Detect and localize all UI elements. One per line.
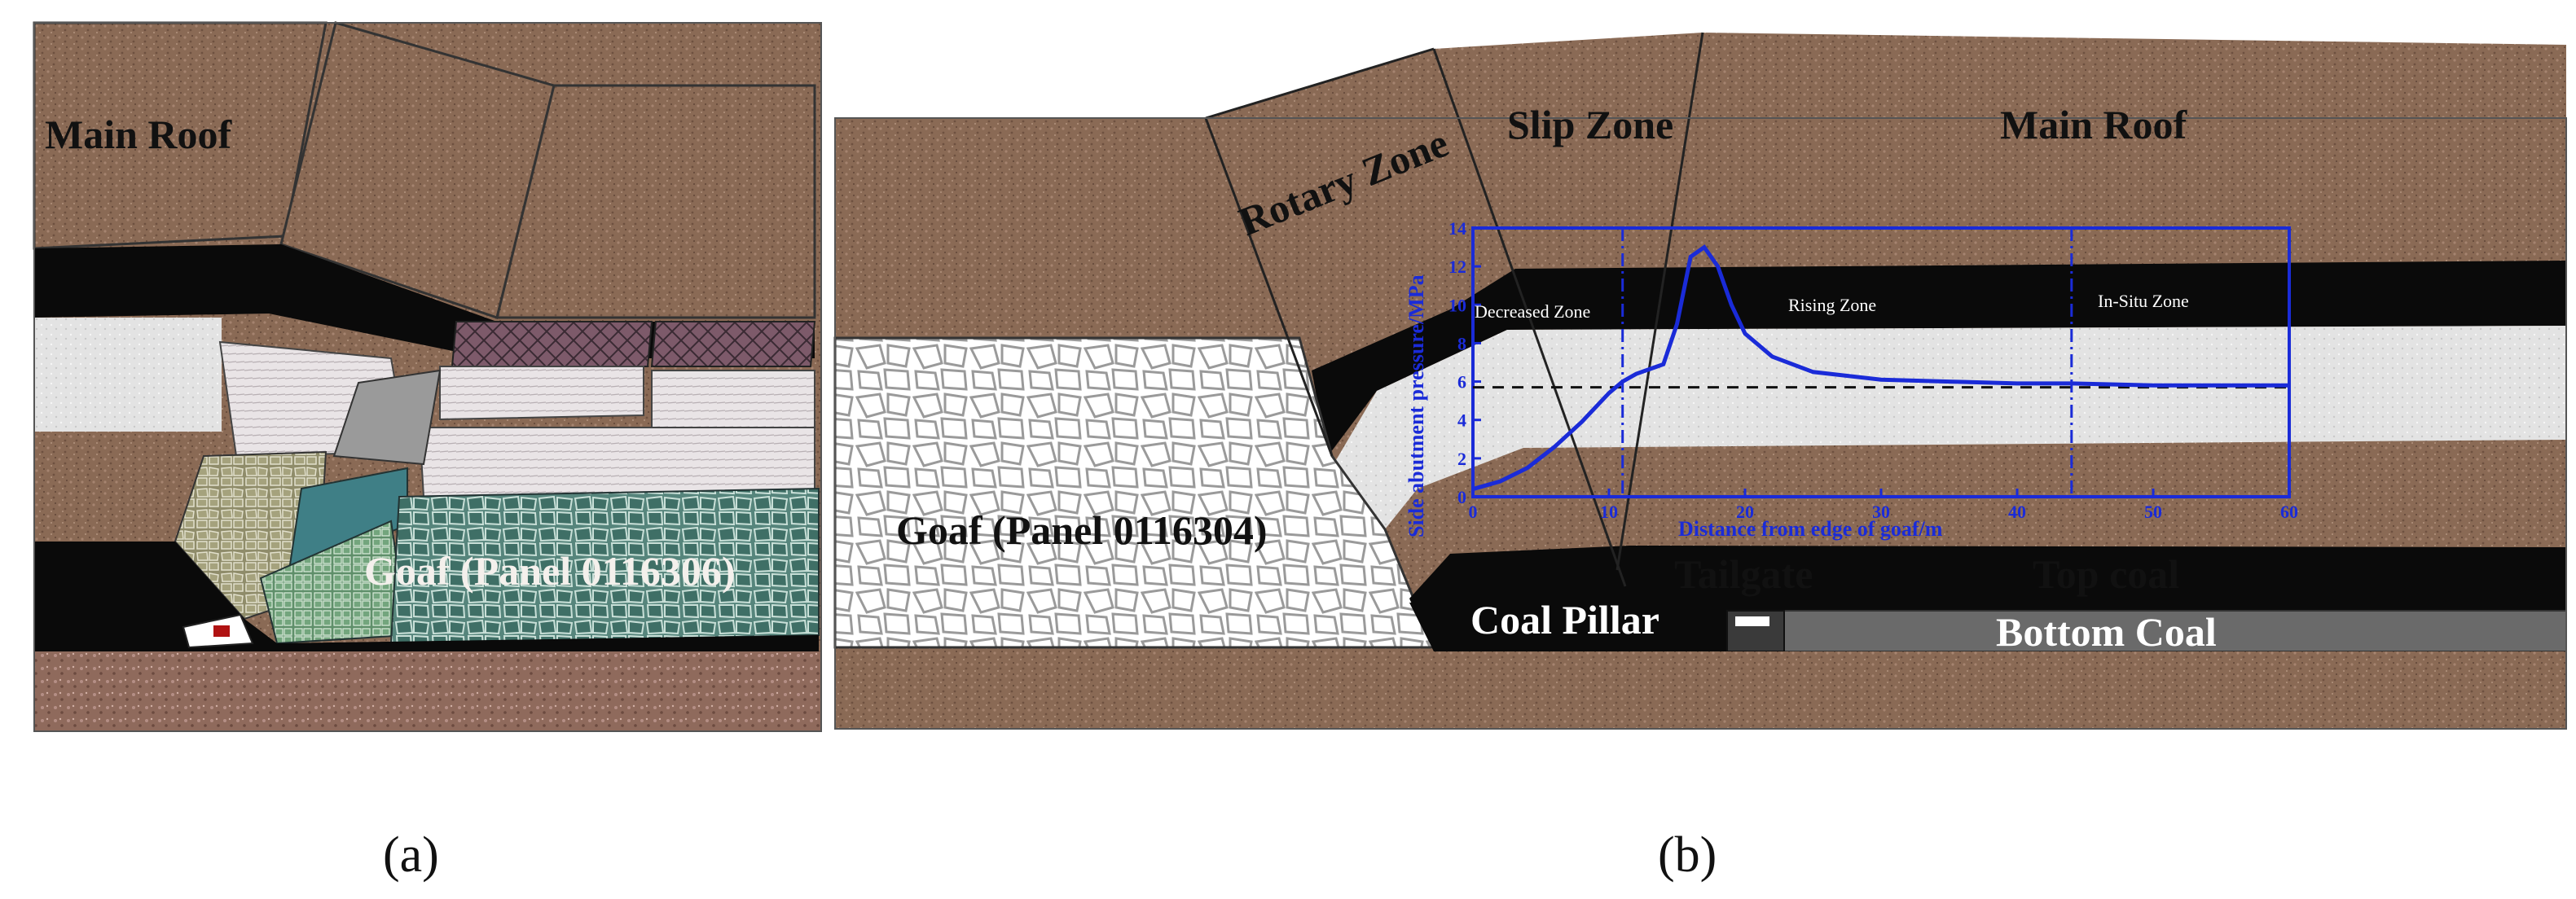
chart-zone-insitu: In-Situ Zone: [2098, 291, 2189, 311]
panel-tag-a: (a): [383, 827, 439, 883]
panel-a-support-detail: [213, 625, 230, 637]
panel-a-grey-wedge: [332, 369, 442, 466]
chart-zone-decreased: Decreased Zone: [1475, 301, 1590, 322]
panel-a-sandstone: [34, 318, 222, 432]
chart-ticks: 0 10 20 30 40 50 60 0 2 4 6 8 10 12 14: [1448, 218, 2298, 522]
chart-ytick-label: 6: [1457, 372, 1466, 392]
chart-series-line: [1472, 244, 2289, 491]
panel-tag-b: (b): [1658, 827, 1717, 883]
chart-zone-rising: Rising Zone: [1788, 295, 1876, 315]
chart-zone-dividers: [1621, 228, 2073, 497]
panel-a-outline: [33, 22, 822, 732]
panel-b-upper-coal: [1312, 261, 2566, 456]
label-tailgate: Tailgate: [1674, 551, 1813, 597]
chart-ylabel: Side abutment pressure/MPa: [1404, 274, 1428, 537]
chart-ytick-label: 8: [1457, 333, 1466, 353]
panel-b-tailgate-support: [1735, 616, 1769, 626]
panel-b-fracture-4: [1205, 47, 1435, 120]
label-goaf-b: Goaf (Panel 0116304): [896, 507, 1268, 553]
chart-xtick-label: 40: [2008, 502, 2026, 522]
label-main-roof-a: Main Roof: [45, 112, 233, 157]
panel-a-collapsed-block-3: [651, 370, 815, 428]
chart-xtick-label: 10: [1600, 502, 1618, 522]
chart-ytick-label: 12: [1448, 257, 1466, 277]
chart-xtick-label: 0: [1469, 502, 1478, 522]
chart-ytick-label: 14: [1448, 218, 1466, 239]
chart-xtick-label: 60: [2280, 502, 2298, 522]
label-top-coal: Top coal: [2033, 551, 2179, 597]
panel-b-sandstone: [1336, 326, 2566, 529]
label-goaf-a: Goaf (Panel 0116306): [364, 548, 736, 594]
label-main-roof-b: Main Roof: [2000, 102, 2188, 147]
chart-ytick-label: 2: [1457, 449, 1466, 469]
panel-a-floor: [34, 651, 821, 731]
chart-ytick-label: 4: [1457, 410, 1466, 431]
panel-a-mid-rock: [34, 432, 205, 546]
panel-b-outline: [834, 117, 2567, 730]
label-slip-zone: Slip Zone: [1507, 102, 1673, 147]
chart-ytick-label: 0: [1457, 487, 1466, 507]
panel-a: Main Roof Goaf (Panel 0116306): [33, 21, 822, 732]
panel-b-coal-pillar: [1409, 603, 1743, 651]
panel-a-crossed-block-2: [650, 321, 816, 367]
chart-xtick-label: 50: [2144, 502, 2162, 522]
panel-a-roof-block-3: [495, 84, 816, 319]
chart-xlabel: Distance from edge of goaf/m: [1678, 517, 1943, 541]
panel-a-collapsed-block-2: [439, 366, 644, 421]
label-coal-pillar: Coal Pillar: [1470, 597, 1659, 642]
label-bottom-coal: Bottom Coal: [1996, 609, 2217, 655]
panel-a-crossed-block-1: [451, 321, 653, 367]
chart-xtick-label: 20: [1736, 502, 1754, 522]
panel-b-fracture-1: [1204, 117, 1334, 457]
chart-xtick-label: 30: [1872, 502, 1890, 522]
chart-ytick-label: 10: [1448, 295, 1466, 315]
panel-a-collapsed-block-4: [418, 427, 815, 498]
panel-b: Slip Zone Main Roof Rotary Zone Goaf (Pa…: [833, 32, 2567, 730]
panel-b-floor: [835, 651, 2566, 729]
panel-b-fracture-3: [1615, 32, 1704, 571]
